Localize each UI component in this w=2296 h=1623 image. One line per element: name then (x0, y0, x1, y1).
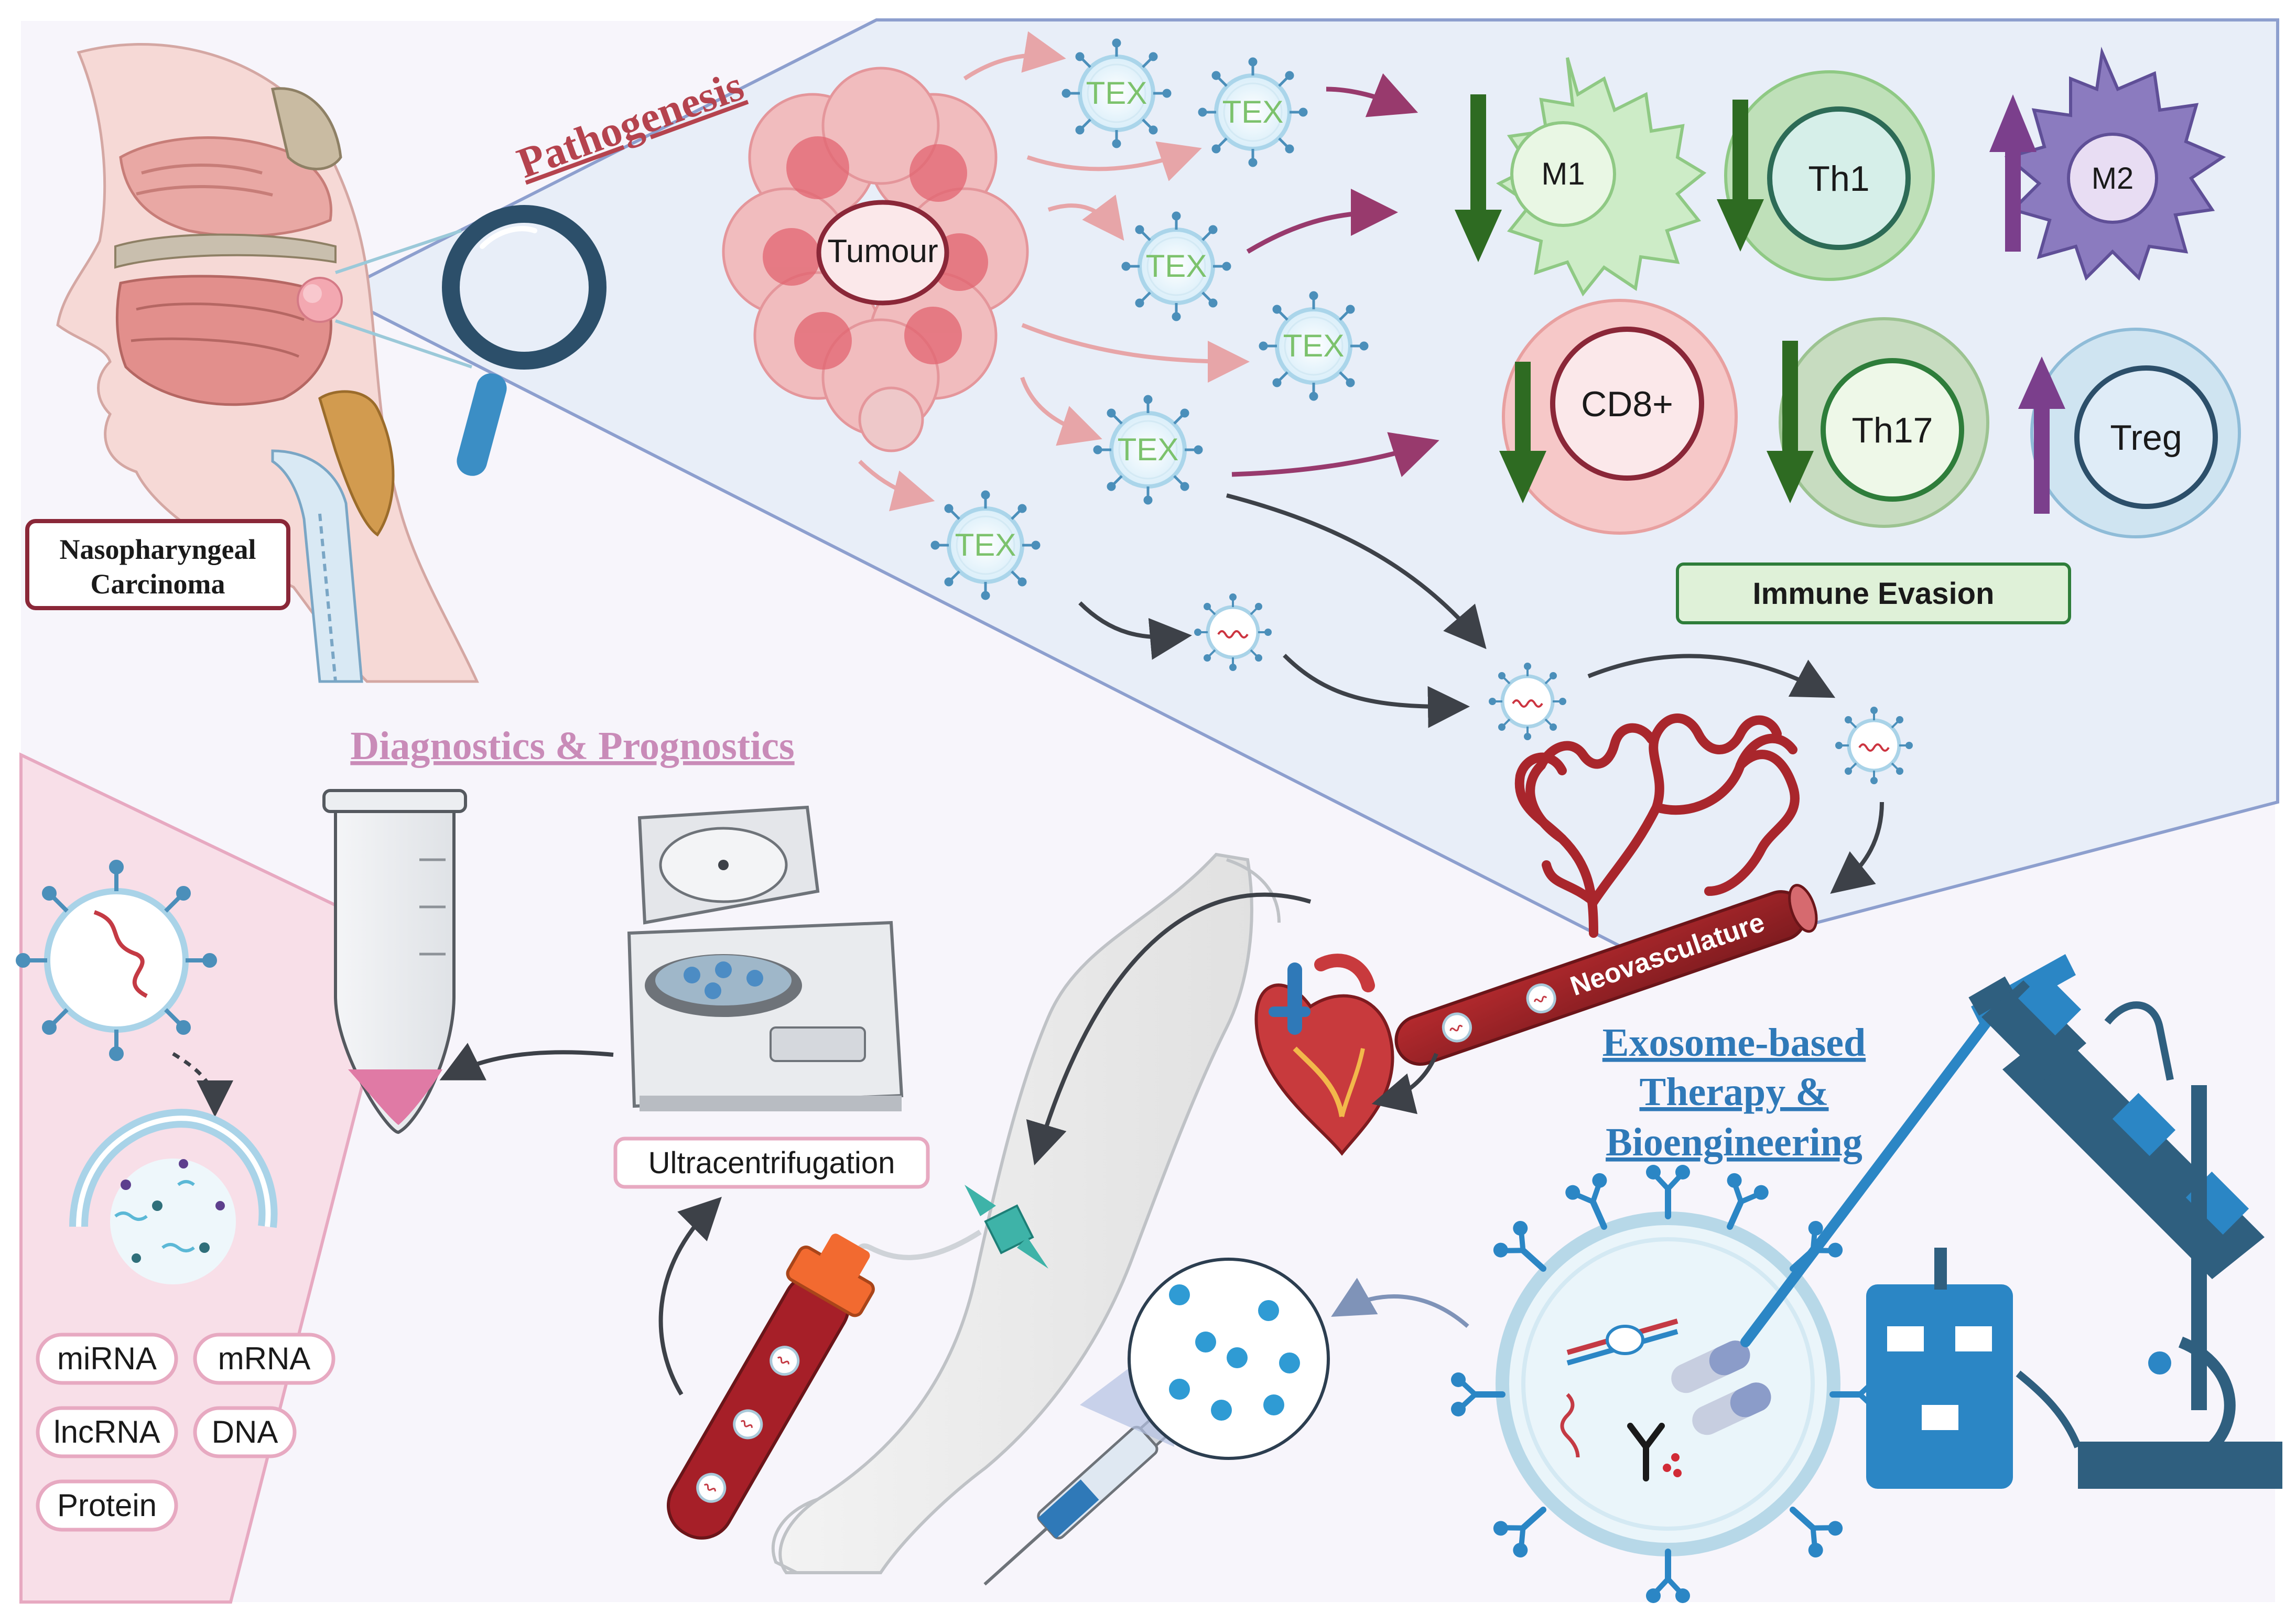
tex-vesicle: TEX (1095, 396, 1201, 503)
micromanipulator-icon (1981, 972, 2282, 1489)
particle-zoom-bubble (1080, 1258, 1330, 1460)
immune-evasion-label: Immune Evasion (1753, 577, 1995, 611)
svg-text:TEX: TEX (1222, 94, 1284, 129)
tumour-nucleus (816, 200, 949, 306)
rna-strand (1560, 1393, 1580, 1458)
tex-vesicle: TEX (1199, 59, 1306, 166)
antibody-icon (1627, 1423, 1682, 1481)
cell-label: Th17 (1852, 410, 1933, 450)
svg-text:TEX: TEX (1118, 432, 1179, 467)
immune-arrows (1231, 73, 1439, 478)
svg-text:Exosome-based: Exosome-based (1602, 1021, 1866, 1065)
cargo-pill-mrna: mRNA (193, 1333, 335, 1385)
engineered-exosome (1451, 1165, 1884, 1603)
svg-text:lncRNA: lncRNA (53, 1414, 160, 1449)
from-exosome-arrow (1331, 1278, 1469, 1328)
drug-capsule (1671, 1340, 1750, 1393)
sample-tube-icon (322, 789, 467, 1134)
cell-label: Th1 (1808, 159, 1869, 199)
tex-vesicle: TEX (1123, 213, 1230, 320)
secretion-arrows (858, 31, 1250, 512)
ultracentrifuge-icon (627, 805, 904, 1111)
cell-label: Treg (2110, 418, 2182, 458)
to-heart-arrow (1371, 1053, 1438, 1115)
tumour-mass: Tumour (722, 67, 1029, 452)
npc-label-line2: Carcinoma (91, 568, 225, 600)
svg-text:Protein: Protein (57, 1488, 157, 1523)
svg-text:DNA: DNA (212, 1414, 278, 1449)
cell-th17: Th17 (1779, 317, 1989, 528)
blood-flow-arrow (1026, 892, 1312, 1165)
head-anatomy (56, 43, 479, 683)
tex-vesicle: TEX (1063, 40, 1170, 147)
dna-strand (1566, 1318, 1678, 1366)
diagnostics-title: Diagnostics & Prognostics (350, 724, 794, 768)
immune-cells: M1 Th1 M2 CD8+ Th17 Treg (1455, 46, 2241, 538)
cell-label: M2 (2092, 161, 2134, 196)
tex-vesicle: TEX (932, 492, 1039, 599)
ultracentrifugation-box: Ultracentrifugation (613, 1137, 930, 1189)
tex-vesicle: TEX (1260, 293, 1367, 399)
magnifier-icon (442, 205, 607, 476)
cargo-pill-lncrna: lncRNA (36, 1406, 178, 1458)
down-arrow (1767, 341, 1814, 503)
circulation-arrows (1078, 493, 1884, 894)
cargo-pill-protein: Protein (36, 1479, 178, 1532)
svg-text:TEX: TEX (955, 527, 1016, 562)
tex-vesicles: TEX TEX TEX TEX TEX TEX (932, 40, 1367, 599)
down-arrow (1455, 94, 1502, 262)
blood-tube-icon (667, 1234, 875, 1540)
cargo-pill-mirna: miRNA (36, 1333, 178, 1385)
exosome-diagram (16, 860, 217, 1061)
zoom-funnel (335, 20, 876, 294)
cell-treg: Treg (2030, 328, 2241, 538)
svg-text:mRNA: mRNA (218, 1341, 311, 1376)
cell-m2: M2 (2004, 46, 2226, 281)
svg-text:Therapy &: Therapy & (1640, 1070, 1829, 1114)
down-arrow (1717, 100, 1764, 252)
heart-icon (1254, 954, 1394, 1156)
ultracentrifugation-label: Ultracentrifugation (648, 1146, 895, 1180)
up-arrow (1989, 94, 2037, 252)
svg-text:miRNA: miRNA (57, 1341, 157, 1376)
cell-label: CD8+ (1581, 384, 1673, 424)
up-arrow (2018, 356, 2065, 514)
drug-capsule (1692, 1382, 1771, 1435)
cell-th1: Th1 (1724, 70, 1935, 281)
to-tube-arrow (439, 1043, 614, 1080)
to-centrifuge-arrow (658, 1197, 722, 1396)
therapy-title: Exosome-based Therapy & Bioengineering (1602, 1021, 1866, 1164)
npc-label-box: Nasopharyngeal Carcinoma (25, 519, 290, 610)
cell-label: M1 (1541, 156, 1585, 191)
immune-evasion-box: Immune Evasion (1676, 562, 2071, 624)
cell-cd8: CD8+ (1502, 299, 1738, 535)
cargo-release-diagram (69, 1109, 278, 1284)
tumour-label: Tumour (827, 233, 938, 269)
svg-text:TEX: TEX (1283, 328, 1345, 363)
neovasculature: Neovasculature (1394, 713, 1818, 1066)
cell-m1: M1 (1496, 57, 1707, 297)
npc-label-line1: Nasopharyngeal (59, 534, 256, 565)
svg-text:TEX: TEX (1086, 75, 1147, 111)
cargo-pill-dna: DNA (193, 1406, 297, 1458)
down-arrow (1499, 362, 1546, 503)
svg-text:TEX: TEX (1146, 248, 1207, 284)
svg-text:Bioengineering: Bioengineering (1606, 1120, 1862, 1164)
zoom-lines (335, 229, 472, 369)
cargo-list: miRNA mRNA lncRNA DNA Protein (36, 1333, 335, 1532)
control-box-icon (1866, 1248, 2013, 1489)
